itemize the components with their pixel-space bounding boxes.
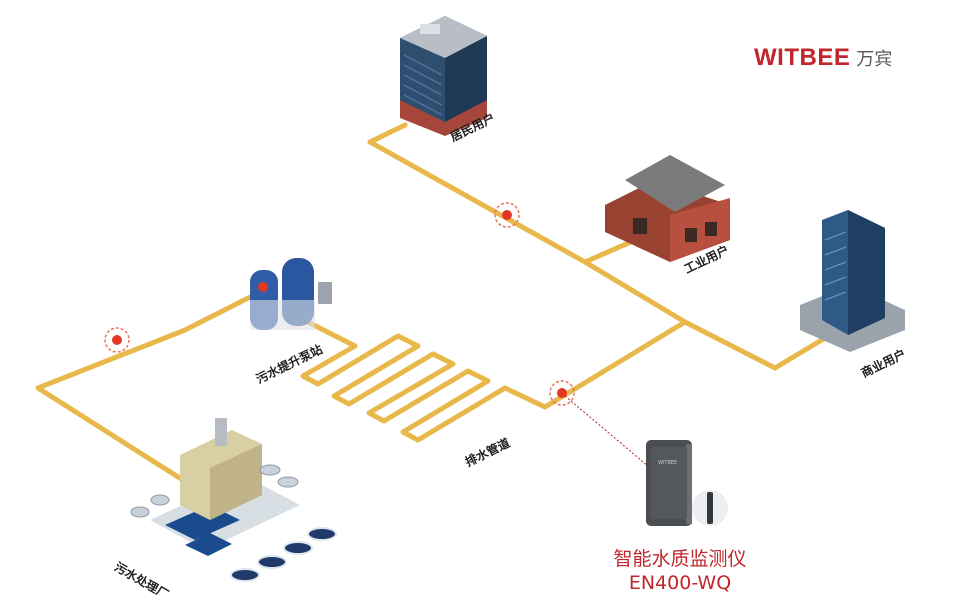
pipe-drain-serpentine: [297, 315, 548, 443]
water-quality-monitor-icon[interactable]: WITBEE: [646, 440, 728, 526]
brand-name-cn: 万宾: [856, 49, 893, 70]
device-model: EN400-WQ: [628, 572, 732, 594]
device-leader-line: [564, 395, 649, 467]
industrial-building-icon: [605, 155, 730, 262]
brand-logo: WITBEE 万宾: [754, 44, 892, 72]
device-caption: 智能水质监测仪 EN400-WQ: [600, 547, 760, 595]
brand-name-en: WITBEE: [754, 44, 851, 71]
device-name: 智能水质监测仪: [613, 548, 747, 570]
monitoring-points: [104, 202, 575, 406]
pipe-residential: [367, 122, 688, 325]
pipe-to-plant: [35, 290, 261, 485]
monitoring-point-icon[interactable]: [494, 202, 520, 228]
pipe-main-branch: [542, 319, 688, 410]
pipe-network: [35, 122, 833, 485]
pipe-main: [682, 319, 833, 371]
pump-station-icon: [250, 258, 332, 330]
monitoring-point-icon[interactable]: [258, 282, 268, 292]
treatment-plant-icon: [130, 418, 337, 582]
monitoring-point-icon[interactable]: [549, 380, 575, 406]
monitoring-point-icon[interactable]: [104, 327, 130, 353]
commercial-tower-icon: [800, 210, 905, 352]
svg-text:WITBEE: WITBEE: [658, 460, 677, 466]
residential-building-icon: [400, 16, 487, 136]
